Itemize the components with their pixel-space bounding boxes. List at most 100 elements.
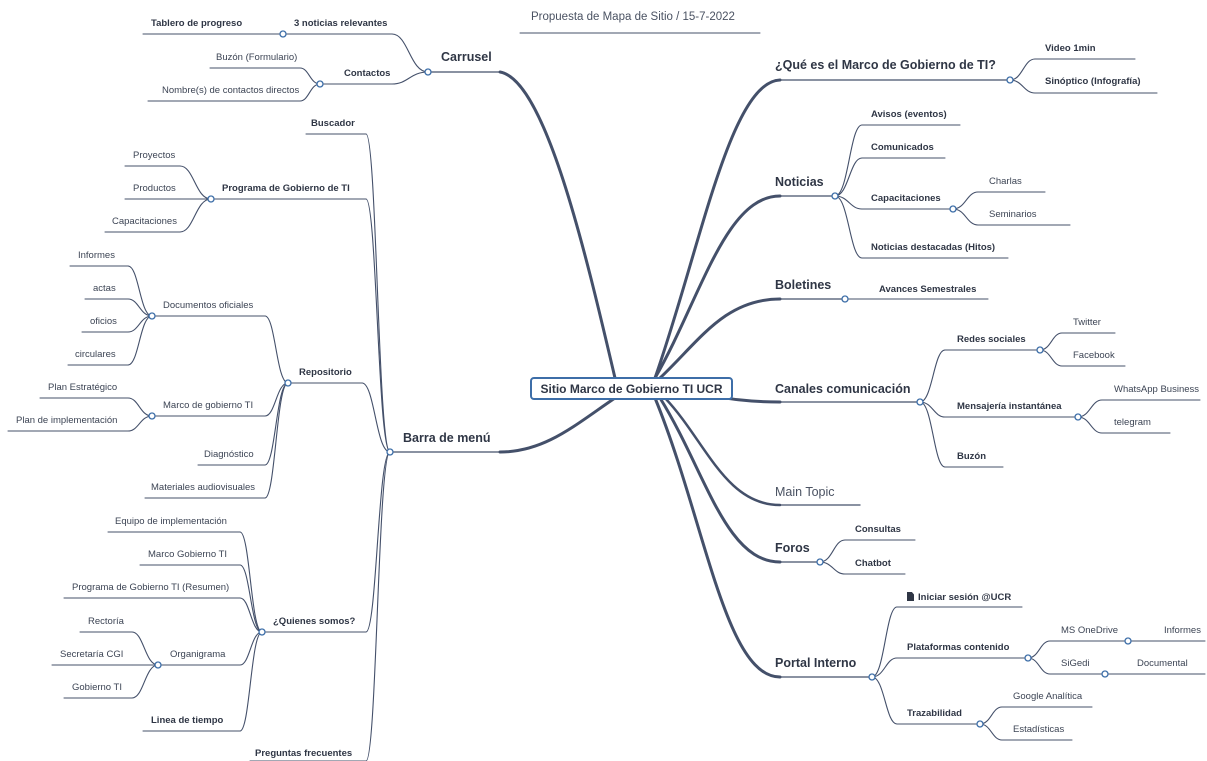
- node-buscador[interactable]: Buscador: [311, 118, 355, 129]
- dot-boletines[interactable]: [841, 295, 849, 303]
- dot-redes[interactable]: [1036, 346, 1044, 354]
- node-organigrama[interactable]: Organigrama: [170, 649, 226, 660]
- node-marco-gob-ti[interactable]: Marco Gobierno TI: [148, 549, 228, 560]
- node-gobierno-ti[interactable]: Gobierno TI: [72, 682, 122, 693]
- dot-documentos[interactable]: [148, 312, 156, 320]
- node-documental[interactable]: Documental: [1137, 658, 1188, 669]
- node-estadisticas[interactable]: Estadísticas: [1013, 724, 1065, 735]
- node-quienes-somos[interactable]: ¿Quienes somos?: [273, 616, 356, 627]
- node-programa-resumen[interactable]: Programa de Gobierno TI (Resumen): [72, 582, 230, 593]
- dot-mensajeria[interactable]: [1074, 413, 1082, 421]
- topic-boletines[interactable]: Boletines: [775, 278, 832, 292]
- node-sinoptico[interactable]: Sinóptico (Infografía): [1045, 76, 1141, 87]
- node-capacitaciones-l[interactable]: Capacitaciones: [112, 216, 177, 227]
- dot-onedrive[interactable]: [1124, 637, 1132, 645]
- node-materiales[interactable]: Materiales audiovisuales: [151, 482, 256, 493]
- node-google-analitica[interactable]: Google Analítica: [1013, 691, 1083, 702]
- dot-canales[interactable]: [916, 398, 924, 406]
- topic-noticias[interactable]: Noticias: [775, 175, 824, 189]
- dot-carrusel[interactable]: [424, 68, 432, 76]
- topic-foros[interactable]: Foros: [775, 541, 810, 555]
- node-destacadas[interactable]: Noticias destacadas (Hitos): [871, 242, 996, 253]
- edge-plat-sigedi: [1027, 657, 1051, 675]
- edge-redes-twitter: [1039, 332, 1063, 351]
- edge-carrusel-contactos: [391, 71, 429, 85]
- dot-trazabilidad[interactable]: [976, 720, 984, 728]
- dot-sigedi[interactable]: [1101, 670, 1109, 678]
- edge-can-buzon: [919, 401, 946, 468]
- node-linea-tiempo[interactable]: Linea de tiempo: [151, 715, 224, 726]
- dot-repositorio[interactable]: [284, 379, 292, 387]
- node-contactos[interactable]: Contactos: [344, 68, 391, 79]
- node-whatsapp[interactable]: WhatsApp Business: [1114, 384, 1200, 395]
- dot-que-es[interactable]: [1006, 76, 1014, 84]
- dot-plataformas[interactable]: [1024, 654, 1032, 662]
- node-plataformas[interactable]: Plataformas contenido: [907, 642, 1010, 653]
- node-buzon[interactable]: Buzón: [957, 451, 987, 462]
- node-documentos-oficiales[interactable]: Documentos oficiales: [163, 300, 254, 311]
- node-facebook[interactable]: Facebook: [1073, 350, 1115, 361]
- dot-capacitaciones-r[interactable]: [949, 205, 957, 213]
- node-comunicados[interactable]: Comunicados: [871, 142, 934, 153]
- node-informes-r[interactable]: Informes: [1164, 625, 1201, 636]
- dot-barra[interactable]: [386, 448, 394, 456]
- node-redes[interactable]: Redes sociales: [957, 334, 1026, 345]
- node-proyectos[interactable]: Proyectos: [133, 150, 176, 161]
- dot-contactos[interactable]: [316, 80, 324, 88]
- dot-marco[interactable]: [148, 412, 156, 420]
- edge-contactos-buzon: [299, 67, 321, 85]
- dot-noticias[interactable]: [831, 192, 839, 200]
- node-video[interactable]: Video 1min: [1045, 43, 1096, 54]
- dot-organigrama[interactable]: [154, 661, 162, 669]
- node-sigedi[interactable]: SiGedi: [1061, 658, 1090, 669]
- node-telegram[interactable]: telegram: [1114, 417, 1151, 428]
- node-diagnostico[interactable]: Diagnóstico: [204, 449, 254, 460]
- node-actas[interactable]: actas: [93, 283, 116, 294]
- node-chatbot[interactable]: Chatbot: [855, 558, 891, 569]
- node-avisos[interactable]: Avisos (eventos): [871, 109, 947, 120]
- node-nombres-contactos[interactable]: Nombre(s) de contactos directos: [162, 85, 300, 96]
- node-programa-gobierno[interactable]: Programa de Gobierno de TI: [222, 183, 350, 194]
- node-secretaria[interactable]: Secretaría CGI: [60, 649, 124, 660]
- node-iniciar-sesion[interactable]: Iniciar sesión @UCR: [907, 592, 1011, 603]
- node-seminarios[interactable]: Seminarios: [989, 209, 1037, 220]
- node-marco-gobierno-ti[interactable]: Marco de gobierno TI: [163, 400, 254, 411]
- node-equipo[interactable]: Equipo de implementación: [115, 516, 227, 527]
- topic-barra-menu[interactable]: Barra de menú: [403, 431, 491, 445]
- node-repositorio[interactable]: Repositorio: [299, 367, 352, 378]
- node-oficios[interactable]: oficios: [90, 316, 117, 327]
- node-plan-estrategico[interactable]: Plan Estratégico: [48, 382, 118, 393]
- node-capacitaciones-r[interactable]: Capacitaciones: [871, 193, 941, 204]
- dot-3-noticias[interactable]: [279, 30, 287, 38]
- node-buzon-formulario[interactable]: Buzón (Formulario): [216, 52, 298, 63]
- node-twitter[interactable]: Twitter: [1073, 317, 1101, 328]
- topic-canales[interactable]: Canales comunicación: [775, 382, 911, 396]
- edge-marco-plan-est: [127, 397, 153, 417]
- edge-can-redes: [919, 349, 946, 403]
- node-trazabilidad[interactable]: Trazabilidad: [907, 708, 962, 719]
- node-tablero[interactable]: Tablero de progreso: [151, 18, 243, 29]
- node-preguntas[interactable]: Preguntas frecuentes: [255, 748, 353, 759]
- node-avances[interactable]: Avances Semestrales: [879, 284, 977, 295]
- topic-carrusel[interactable]: Carrusel: [441, 50, 492, 64]
- dot-portal[interactable]: [868, 673, 876, 681]
- dot-quienes[interactable]: [258, 628, 266, 636]
- topic-que-es-marco[interactable]: ¿Qué es el Marco de Gobierno de TI?: [775, 58, 996, 72]
- edge-portal-iniciar: [871, 606, 898, 678]
- topic-main-topic[interactable]: Main Topic: [775, 485, 835, 499]
- topic-portal-interno[interactable]: Portal Interno: [775, 656, 857, 670]
- central-topic[interactable]: Sitio Marco de Gobierno TI UCR: [530, 377, 733, 400]
- node-mensajeria[interactable]: Mensajería instantánea: [957, 401, 1062, 412]
- node-plan-implementacion[interactable]: Plan de implementación: [16, 415, 118, 426]
- node-productos[interactable]: Productos: [133, 183, 176, 194]
- node-consultas[interactable]: Consultas: [855, 524, 901, 535]
- node-3-noticias[interactable]: 3 noticias relevantes: [294, 18, 388, 29]
- node-onedrive[interactable]: MS OneDrive: [1061, 625, 1119, 636]
- node-circulares[interactable]: circulares: [75, 349, 116, 360]
- node-informes-l[interactable]: Informes: [78, 250, 115, 261]
- dot-foros[interactable]: [816, 558, 824, 566]
- node-charlas[interactable]: Charlas: [989, 176, 1022, 187]
- edge-central-barra: [498, 396, 617, 454]
- dot-programa[interactable]: [207, 195, 215, 203]
- node-rectoria[interactable]: Rectoría: [88, 616, 124, 627]
